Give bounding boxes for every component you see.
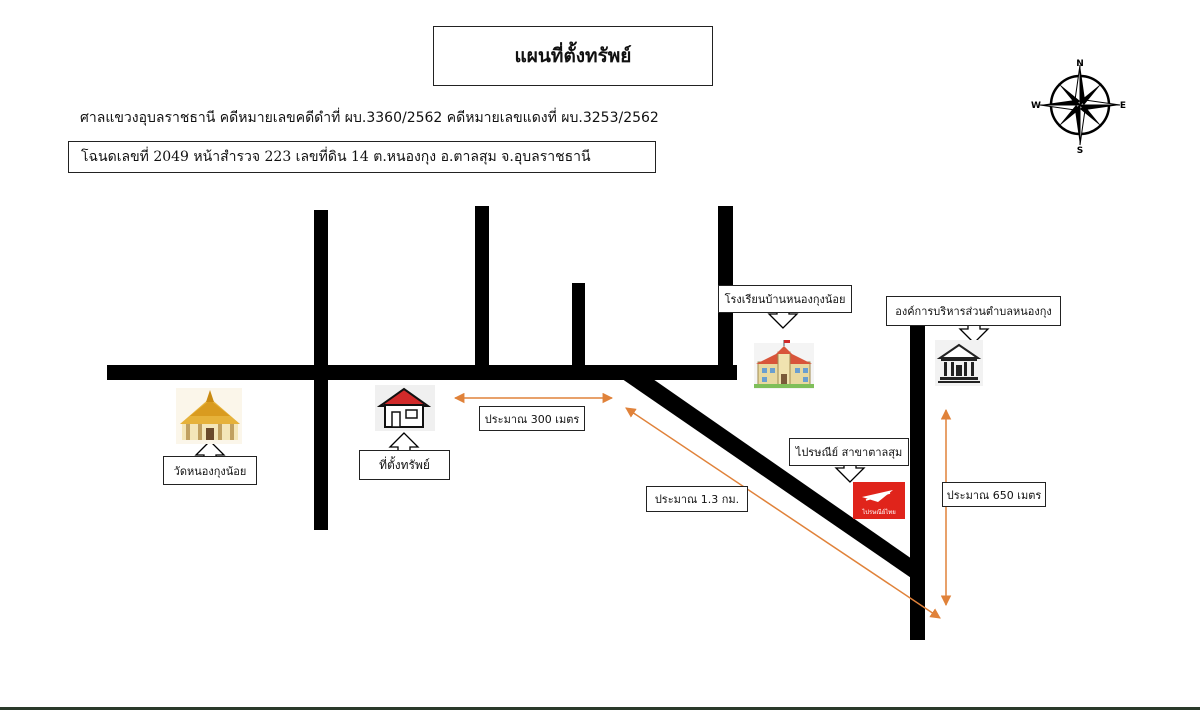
post-logo-text: ไปรษณีย์ไทย bbox=[861, 508, 896, 516]
government-building-icon bbox=[935, 340, 983, 386]
label-temple: วัดหนองกุงน้อย bbox=[163, 456, 257, 485]
label-school: โรงเรียนบ้านหนองกุงน้อย bbox=[718, 285, 852, 313]
label-distance-1-3km: ประมาณ 1.3 กม. bbox=[646, 486, 748, 512]
temple-icon bbox=[176, 388, 242, 444]
road-vertical-3 bbox=[572, 283, 585, 373]
footer-divider bbox=[0, 707, 1200, 710]
label-property: ที่ตั้งทรัพย์ bbox=[359, 450, 450, 480]
label-tao: องค์การบริหารส่วนตำบลหนองกุง bbox=[886, 296, 1061, 326]
label-distance-650m: ประมาณ 650 เมตร bbox=[942, 482, 1046, 507]
thailand-post-logo-icon: ไปรษณีย์ไทย bbox=[853, 482, 905, 519]
house-icon bbox=[375, 385, 435, 431]
distance-arrow-1-3km bbox=[625, 407, 941, 619]
label-distance-300m: ประมาณ 300 เมตร bbox=[479, 406, 585, 431]
map-title: แผนที่ตั้งทรัพย์ bbox=[433, 26, 713, 86]
road-vertical-2 bbox=[475, 206, 489, 374]
school-icon bbox=[754, 340, 814, 389]
deed-info-box: โฉนดเลขที่ 2049 หน้าสำรวจ 223 เลขที่ดิน … bbox=[68, 141, 656, 173]
road-vertical-1 bbox=[314, 210, 328, 530]
court-case-line: ศาลแขวงอุบลราชธานี คดีหมายเลขคดีดำที่ ผบ… bbox=[80, 110, 659, 126]
road-diagonal bbox=[612, 370, 925, 582]
label-post-office: ไปรษณีย์ สาขาตาลสุม bbox=[789, 438, 909, 466]
deed-info-text: โฉนดเลขที่ 2049 หน้าสำรวจ 223 เลขที่ดิน … bbox=[81, 149, 591, 165]
